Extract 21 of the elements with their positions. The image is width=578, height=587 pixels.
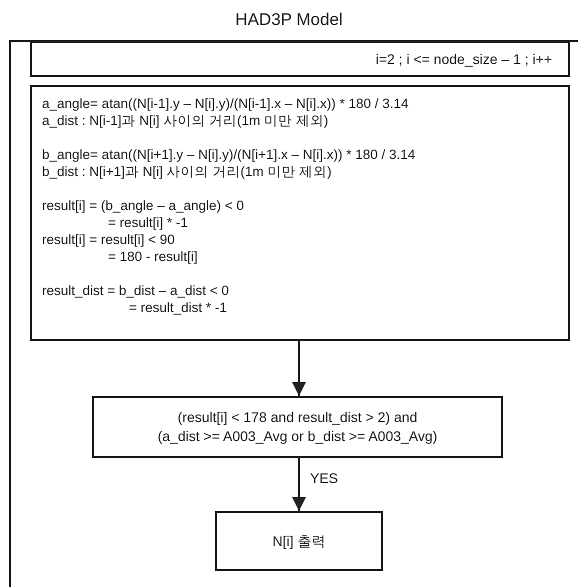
code-line: = result_dist * -1 [129,299,227,316]
arrow [292,458,306,511]
arrow [292,341,306,396]
diagram-title: HAD3P Model [234,9,344,31]
loop-condition: i=2 ; i <= node_size – 1 ; i++ [376,50,552,69]
output-box [215,511,383,571]
code-line: a_dist : N[i-1]과 N[i] 사이의 거리(1m 미만 제외) [42,112,328,129]
output-text: N[i] 출력 [272,532,326,550]
decision-box [92,396,503,458]
code-line: result[i] = (b_angle – a_angle) < 0 [42,197,244,214]
condition-text: (result[i] < 178 and result_dist > 2) and [178,408,418,427]
code-line: = 180 - result[i] [108,248,198,265]
process-box [30,85,570,341]
code-line: result_dist = b_dist – a_dist < 0 [42,282,229,299]
code-line: b_dist : N[i+1]과 N[i] 사이의 거리(1m 미만 제외) [42,163,332,180]
code-line: = result[i] * -1 [108,214,188,231]
loop-header-box [30,41,570,77]
condition-text: (a_dist >= A003_Avg or b_dist >= A003_Avg) [158,427,438,446]
code-line: result[i] = result[i] < 90 [42,231,175,248]
code-line: a_angle= atan((N[i-1].y – N[i].y)/(N[i-1].x – N[i].x)) * 180 / 3.14 [42,95,409,112]
code-line: b_angle= atan((N[i+1].y – N[i].y)/(N[i+1].x – N[i].x)) * 180 / 3.14 [42,146,416,163]
